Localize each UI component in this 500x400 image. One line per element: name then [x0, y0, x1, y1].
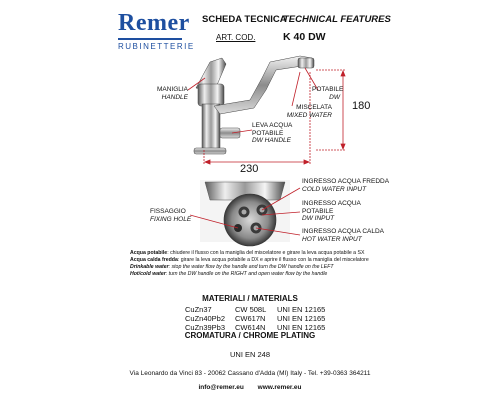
email-link[interactable]: info@remer.eu — [198, 384, 244, 391]
plating-standard: UNI EN 248 — [229, 350, 271, 359]
plating-title: CROMATURA / CHROME PLATING — [184, 331, 316, 340]
note-hot-cold-it: Acqua calda fredda: girare la leva acqua… — [130, 257, 369, 263]
brand-logo: Remer — [118, 10, 190, 36]
faucet-body — [193, 55, 315, 155]
width-dimension — [203, 72, 311, 165]
materials-title: MATERIALI / MATERIALS — [202, 294, 298, 303]
inlet-view — [200, 180, 290, 247]
height-dimension — [316, 69, 346, 151]
leader-lines-bottom — [189, 187, 301, 236]
title-english: TECHNICAL FEATURES — [283, 14, 391, 25]
note-potable: Acqua potabile: chiudere il flusso con l… — [130, 250, 365, 256]
brand-subtitle: RUBINETTERIE — [118, 42, 195, 51]
contact-line: info@remer.eu www.remer.eu — [0, 384, 500, 391]
article-code-label: ART. COD. — [216, 33, 256, 42]
note-hot-cold-en: Hot/cold water: turn the DW handle on th… — [130, 271, 328, 277]
article-code: K 40 DW — [283, 31, 326, 43]
note-drinkable: Drinkable water: stop the water flow by … — [130, 264, 334, 270]
company-address: Via Leonardo da Vinci 83 - 20062 Cassano… — [129, 370, 371, 377]
dimension-height: 180 — [352, 100, 371, 112]
title-italian: SCHEDA TECNICA — [202, 14, 287, 25]
dimension-width: 230 — [240, 163, 259, 175]
logo-underline — [118, 38, 182, 40]
website-link[interactable]: www.remer.eu — [257, 384, 302, 391]
usage-notes: Acqua potabile: chiudere il flusso con l… — [130, 250, 460, 278]
leader-lines-top — [187, 67, 319, 134]
